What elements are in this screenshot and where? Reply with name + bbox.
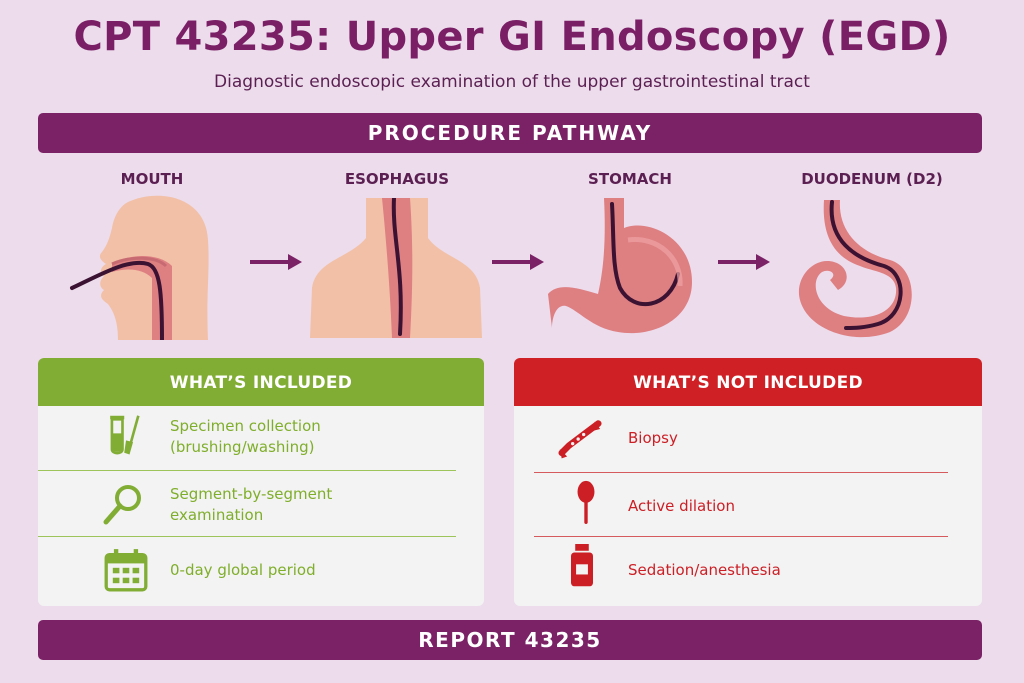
page-subtitle: Diagnostic endoscopic examination of the… — [214, 72, 810, 92]
divider — [38, 536, 456, 537]
list-item: Active dilation — [514, 476, 982, 540]
item-line-1: Specimen collection — [170, 417, 321, 435]
not-included-item-text: Sedation/anesthesia — [628, 561, 781, 579]
included-panel: WHAT’S INCLUDED Specimen collection (bru… — [38, 358, 484, 606]
item-line-2: (brushing/washing) — [170, 438, 315, 456]
list-item: Specimen collection (brushing/washing) — [38, 408, 484, 472]
item-line-1: Segment-by-segment — [170, 485, 333, 503]
medicine-bottle-icon — [571, 544, 593, 587]
not-included-item-text: Active dilation — [628, 497, 735, 515]
arrow-right-icon — [492, 254, 544, 270]
calendar-icon — [104, 549, 148, 592]
test-tube-brush-icon — [110, 415, 140, 455]
esophagus-torso-icon — [310, 198, 482, 338]
magnifier-icon — [103, 485, 141, 525]
divider — [534, 472, 948, 473]
item-line-2: examination — [170, 506, 264, 524]
head-profile-icon — [70, 195, 209, 340]
arrow-right-icon — [718, 254, 770, 270]
not-included-item-text: Biopsy — [628, 429, 678, 447]
included-heading: WHAT’S INCLUDED — [38, 358, 484, 406]
divider — [38, 470, 456, 471]
arrow-right-icon — [250, 254, 302, 270]
balloon-dilator-icon — [577, 480, 595, 524]
step-label-esophagus: ESOPHAGUS — [344, 170, 450, 188]
list-item: Sedation/anesthesia — [514, 540, 982, 604]
included-item-text: Specimen collection (brushing/washing) — [170, 416, 321, 458]
step-label-mouth: MOUTH — [120, 170, 184, 188]
procedure-pathway-banner: PROCEDURE PATHWAY — [38, 113, 982, 153]
page-title: CPT 43235: Upper GI Endoscopy (EGD) — [73, 14, 951, 60]
step-label-duodenum: DUODENUM (D2) — [801, 170, 943, 188]
stomach-icon — [548, 198, 692, 334]
not-included-panel: WHAT’S NOT INCLUDED Biopsy Active dilati… — [514, 358, 982, 606]
included-item-text: 0-day global period — [170, 561, 316, 579]
not-included-heading: WHAT’S NOT INCLUDED — [514, 358, 982, 406]
included-item-text: Segment-by-segment examination — [170, 484, 332, 526]
biopsy-forceps-icon — [558, 420, 602, 459]
report-code-banner: REPORT 43235 — [38, 620, 982, 660]
list-item: Biopsy — [514, 408, 982, 472]
list-item: Segment-by-segment examination — [38, 474, 484, 538]
list-item: 0-day global period — [38, 540, 484, 604]
step-label-stomach: STOMACH — [588, 170, 672, 188]
duodenum-icon — [798, 200, 912, 338]
divider — [534, 536, 948, 537]
